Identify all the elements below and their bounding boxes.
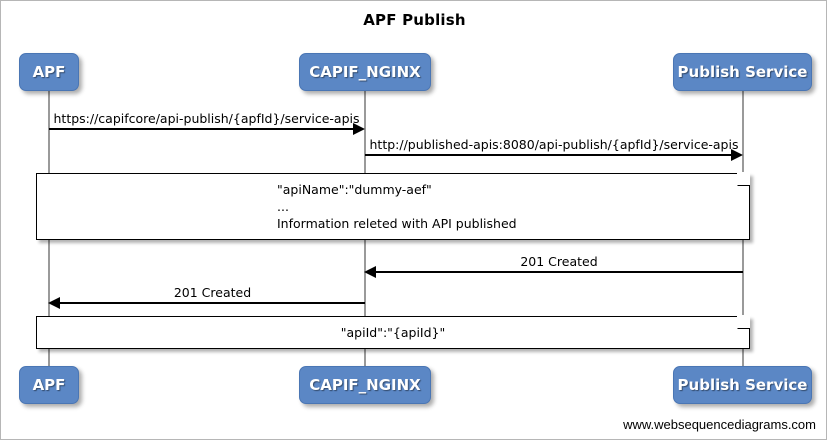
participant-capif-nginx-bottom-label: CAPIF_NGINX xyxy=(309,376,421,394)
participant-apf-top[interactable]: APF xyxy=(19,53,79,91)
note-request-payload: "apiName":"dummy-aef" ... Information re… xyxy=(36,171,751,240)
participant-publish-service-bottom-label: Publish Service xyxy=(677,376,808,394)
note-request-line-1: "apiName":"dummy-aef" xyxy=(277,182,432,197)
participant-publish-service-top-label: Publish Service xyxy=(677,63,808,81)
message-4-label: 201 Created xyxy=(173,285,252,300)
participant-publish-service-top[interactable]: Publish Service xyxy=(673,53,812,91)
note-response-payload: "apiId":"{apiId}" xyxy=(36,314,751,349)
participant-apf-bottom[interactable]: APF xyxy=(19,366,79,404)
message-3-line xyxy=(376,271,743,273)
participant-capif-nginx-top-label: CAPIF_NGINX xyxy=(309,63,421,81)
message-2-arrowhead xyxy=(731,149,743,161)
participant-capif-nginx-top[interactable]: CAPIF_NGINX xyxy=(299,53,431,91)
participant-publish-service-bottom[interactable]: Publish Service xyxy=(673,366,812,404)
message-4-arrowhead xyxy=(48,297,60,309)
participant-apf-bottom-label: APF xyxy=(32,376,66,394)
note-fold-icon xyxy=(736,314,751,329)
diagram-title: APF Publish xyxy=(363,11,466,29)
note-request-payload-body: "apiName":"dummy-aef" ... Information re… xyxy=(37,174,749,239)
message-2-label: http://published-apis:8080/api-publish/{… xyxy=(369,137,739,152)
message-3-arrowhead xyxy=(364,266,376,278)
note-fold-icon xyxy=(736,171,751,186)
message-3-label: 201 Created xyxy=(520,254,598,269)
message-1-label: https://capifcore/api-publish/{apfId}/se… xyxy=(53,111,360,126)
participant-apf-top-label: APF xyxy=(32,63,66,81)
note-request-line-2: ... xyxy=(277,199,289,214)
message-4-line xyxy=(60,302,365,304)
watermark-footer: www.websequencediagrams.com xyxy=(623,417,816,432)
note-response-line-1: "apiId":"{apiId}" xyxy=(340,325,446,340)
participant-capif-nginx-bottom[interactable]: CAPIF_NGINX xyxy=(299,366,431,404)
note-response-payload-body: "apiId":"{apiId}" xyxy=(37,317,749,348)
message-1-line xyxy=(49,128,353,130)
note-request-line-3: Information releted with API published xyxy=(277,216,517,231)
message-1-arrowhead xyxy=(353,123,365,135)
message-2-line xyxy=(365,154,731,156)
